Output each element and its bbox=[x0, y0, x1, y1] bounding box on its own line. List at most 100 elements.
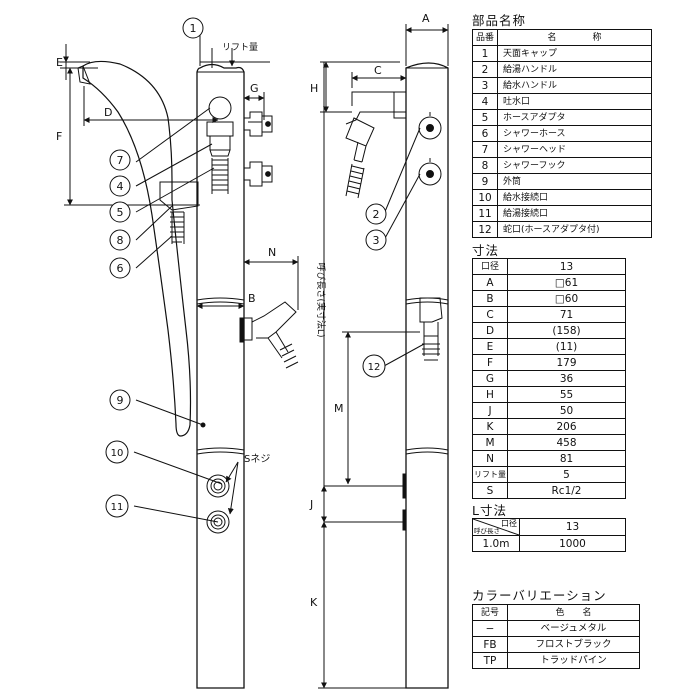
svg-text:1: 1 bbox=[190, 22, 197, 35]
table-cell: (11) bbox=[507, 338, 626, 355]
table-header-row: 品番名 称 bbox=[472, 29, 652, 46]
lower-faucet-right bbox=[419, 297, 443, 361]
table-row: D(158) bbox=[472, 322, 626, 339]
svg-text:5: 5 bbox=[117, 206, 124, 219]
dim-label-e: E bbox=[56, 56, 63, 69]
table-cell: Rc1/2 bbox=[507, 482, 626, 499]
table-cell: − bbox=[472, 620, 508, 637]
table-cell: C bbox=[472, 306, 508, 323]
dim-label-k: K bbox=[310, 596, 318, 609]
dim-label-n: N bbox=[268, 246, 276, 259]
svg-text:10: 10 bbox=[111, 448, 124, 459]
table-cell: A bbox=[472, 274, 508, 291]
table-cell: K bbox=[472, 418, 508, 435]
callout-8: 8 bbox=[109, 229, 131, 251]
table-cell: 179 bbox=[507, 354, 626, 371]
hose-spring-left bbox=[211, 158, 229, 194]
table-header-cell: 13 bbox=[519, 518, 626, 536]
callout-9: 9 bbox=[109, 389, 131, 411]
callout-4: 4 bbox=[109, 175, 131, 197]
supply-port-cold bbox=[206, 474, 230, 498]
dim-label-g: G bbox=[250, 82, 259, 95]
table-cell: シャワーヘッド bbox=[497, 141, 652, 158]
outer-post-left bbox=[196, 63, 245, 689]
dim-label-a: A bbox=[422, 12, 430, 25]
svg-text:3: 3 bbox=[373, 234, 380, 247]
table-cell: S bbox=[472, 482, 508, 499]
table-cell: 給水ハンドル bbox=[497, 77, 652, 94]
table-cell: 4 bbox=[472, 93, 498, 110]
table-header-cell: 13 bbox=[507, 258, 626, 275]
table-header-cell: 名 称 bbox=[497, 29, 652, 46]
callout-2: 2 bbox=[365, 203, 387, 225]
table-cell: 206 bbox=[507, 418, 626, 435]
shower-hook bbox=[159, 181, 199, 211]
dim-label-lift: リフト量 bbox=[222, 42, 258, 53]
table-cell: J bbox=[472, 402, 508, 419]
table-cell: (158) bbox=[507, 322, 626, 339]
table-row: E(11) bbox=[472, 338, 626, 355]
dim-label-m: M bbox=[334, 402, 344, 415]
table-cell: リフト量 bbox=[472, 466, 508, 483]
table-header-cell: 口径 bbox=[472, 258, 508, 275]
table-cell: 9 bbox=[472, 173, 498, 190]
dim-label-c: C bbox=[374, 64, 382, 77]
dimensions-title: 寸法 bbox=[472, 243, 500, 258]
table-cell: 36 bbox=[507, 370, 626, 387]
callout-5: 5 bbox=[109, 201, 131, 223]
svg-text:9: 9 bbox=[117, 394, 124, 407]
hot-handle-right bbox=[418, 112, 442, 140]
nominal-length-note: 呼び長さ(実寸法L) bbox=[315, 262, 327, 337]
callout-6: 6 bbox=[109, 257, 131, 279]
svg-text:12: 12 bbox=[368, 362, 381, 373]
corner-top-label: 口径 bbox=[501, 519, 517, 528]
supply-port-hot bbox=[206, 510, 230, 534]
table-cell: 10 bbox=[472, 189, 498, 206]
handle-right-upper bbox=[244, 111, 273, 137]
corner-bottom-label: 呼び長さ bbox=[474, 527, 500, 535]
handle-right-lower bbox=[244, 161, 273, 187]
table-cell: 5 bbox=[472, 109, 498, 126]
callout-7: 7 bbox=[109, 149, 131, 171]
table-cell: 給水接続口 bbox=[497, 189, 652, 206]
table-cell: B bbox=[472, 290, 508, 307]
spout-ball-left bbox=[208, 96, 232, 120]
table-cell: F bbox=[472, 354, 508, 371]
table-cell: 給湯ハンドル bbox=[497, 61, 652, 78]
faucet-technical-drawing: 1 7 4 5 8 6 9 10 11 2 3 12 E F D リフト量 G … bbox=[56, 12, 449, 689]
svg-text:4: 4 bbox=[117, 180, 124, 193]
table-corner-cell: 口径呼び長さ bbox=[472, 518, 520, 536]
table-header-cell: 記号 bbox=[472, 604, 508, 621]
callout-11: 11 bbox=[105, 494, 129, 518]
table-cell: ベージュメタル bbox=[507, 620, 640, 637]
spout-right bbox=[345, 91, 407, 125]
table-row: B□60 bbox=[472, 290, 626, 307]
lower-faucet-left bbox=[244, 301, 299, 369]
dim-label-j: J bbox=[309, 498, 313, 511]
table-cell: シャワーフック bbox=[497, 157, 652, 174]
svg-text:6: 6 bbox=[117, 262, 124, 275]
shower-head bbox=[82, 60, 192, 437]
svg-text:7: 7 bbox=[117, 154, 124, 167]
table-cell: 8 bbox=[472, 157, 498, 174]
table-cell: シャワーホース bbox=[497, 125, 652, 142]
table-cell: TP bbox=[472, 652, 508, 669]
svg-text:11: 11 bbox=[111, 502, 124, 513]
